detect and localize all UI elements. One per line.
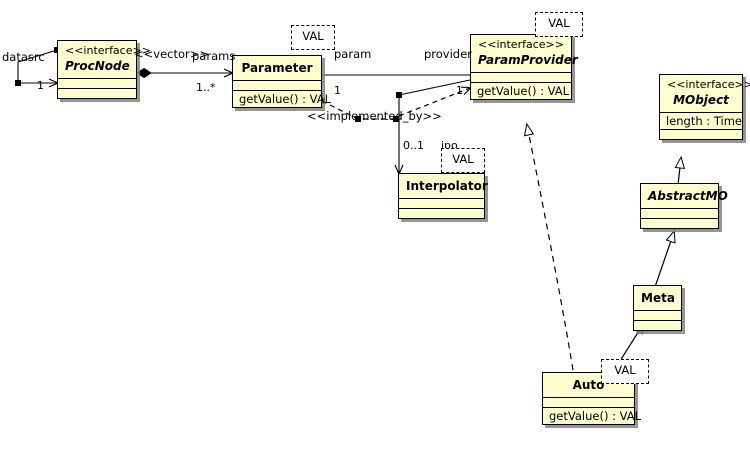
class-paramprovider-stereotype: <<interface>> — [478, 38, 564, 51]
class-procnode-name: ProcNode — [65, 59, 130, 73]
edge-label-param-role: param — [334, 47, 372, 61]
class-interpolator-header: Interpolator — [399, 174, 488, 199]
edge-label-provider-role: provider — [424, 47, 472, 61]
class-mobject-operations — [660, 130, 742, 139]
edge-label-ipo-multiplicity: 0..1 — [403, 139, 424, 152]
template-param-val-paramprovider: VAL — [535, 12, 583, 37]
class-paramprovider-operation-getvalue: getValue() : VAL — [477, 84, 570, 98]
class-procnode-header: <<interface>> ProcNode — [58, 41, 151, 79]
template-param-val-interpolator: VAL — [441, 148, 485, 173]
class-parameter[interactable]: Parameter getValue() : VAL — [232, 55, 332, 108]
class-procnode-attributes — [58, 79, 136, 89]
edge-label-params-multiplicity: 1..* — [196, 81, 216, 94]
class-parameter-attributes — [233, 81, 321, 91]
class-parameter-name: Parameter — [241, 61, 313, 75]
edge-procnode-parameter-composition — [136, 67, 235, 79]
class-mobject-header: <<interface>> MObject — [660, 75, 750, 113]
edge-label-datasrc-multiplicity: 1 — [37, 79, 44, 92]
class-interpolator-attributes — [399, 199, 484, 209]
class-meta[interactable]: Meta — [633, 285, 682, 331]
edge-abstractmo-mobject-realization — [674, 155, 686, 186]
class-abstractmo-name: AbstractMO — [648, 189, 728, 203]
class-interpolator-name: Interpolator — [406, 179, 488, 193]
class-procnode-stereotype: <<interface>> — [65, 44, 151, 57]
class-auto-attributes — [543, 398, 634, 408]
class-parameter-header: Parameter — [233, 56, 321, 81]
class-auto[interactable]: Auto getValue() : VAL — [542, 372, 642, 425]
class-abstractmo-header: AbstractMO — [641, 184, 728, 209]
class-meta-operations — [634, 321, 681, 330]
class-auto-name: Auto — [572, 378, 605, 392]
class-mobject-name: MObject — [673, 93, 729, 107]
class-paramprovider-name: ParamProvider — [478, 53, 578, 67]
class-parameter-operation-getvalue: getValue() : VAL — [239, 92, 332, 106]
template-param-val-parameter: VAL — [291, 25, 335, 50]
edge-label-implemented-by: <<implemented_by>> — [307, 109, 442, 123]
class-meta-name: Meta — [641, 291, 675, 305]
class-paramprovider[interactable]: <<interface>> ParamProvider getValue() :… — [470, 34, 578, 100]
edge-auto-paramprovider-realization — [523, 122, 574, 371]
edge-label-provider-multiplicity: 1 — [456, 84, 463, 97]
class-abstractmo[interactable]: AbstractMO — [640, 183, 728, 229]
class-procnode[interactable]: <<interface>> ProcNode — [57, 40, 151, 99]
class-mobject-attribute-length: length : Time — [660, 113, 742, 130]
edge-label-param-multiplicity: 1 — [334, 84, 341, 97]
class-abstractmo-operations — [641, 219, 718, 228]
edge-label-params-role: params — [192, 49, 236, 63]
class-mobject[interactable]: <<interface>> MObject length : Time — [659, 74, 750, 140]
class-meta-header: Meta — [634, 286, 681, 311]
class-auto-header: Auto — [543, 373, 634, 398]
class-auto-operation-getvalue: getValue() : VAL — [549, 409, 642, 423]
template-param-val-auto: VAL — [601, 359, 649, 384]
class-mobject-stereotype: <<interface>> — [667, 78, 750, 91]
edge-meta-abstractmo-generalization — [654, 229, 676, 288]
class-abstractmo-attributes — [641, 209, 718, 219]
class-paramprovider-header: <<interface>> ParamProvider — [471, 35, 578, 73]
class-meta-attributes — [634, 311, 681, 321]
class-interpolator[interactable]: Interpolator — [398, 173, 488, 219]
class-paramprovider-attributes — [471, 73, 571, 83]
edge-label-datasrc: datasrc — [2, 50, 45, 64]
class-interpolator-operations — [399, 209, 484, 218]
edge-label-vector-stereotype: <<vector>> — [134, 47, 210, 61]
class-procnode-operations — [58, 89, 136, 98]
